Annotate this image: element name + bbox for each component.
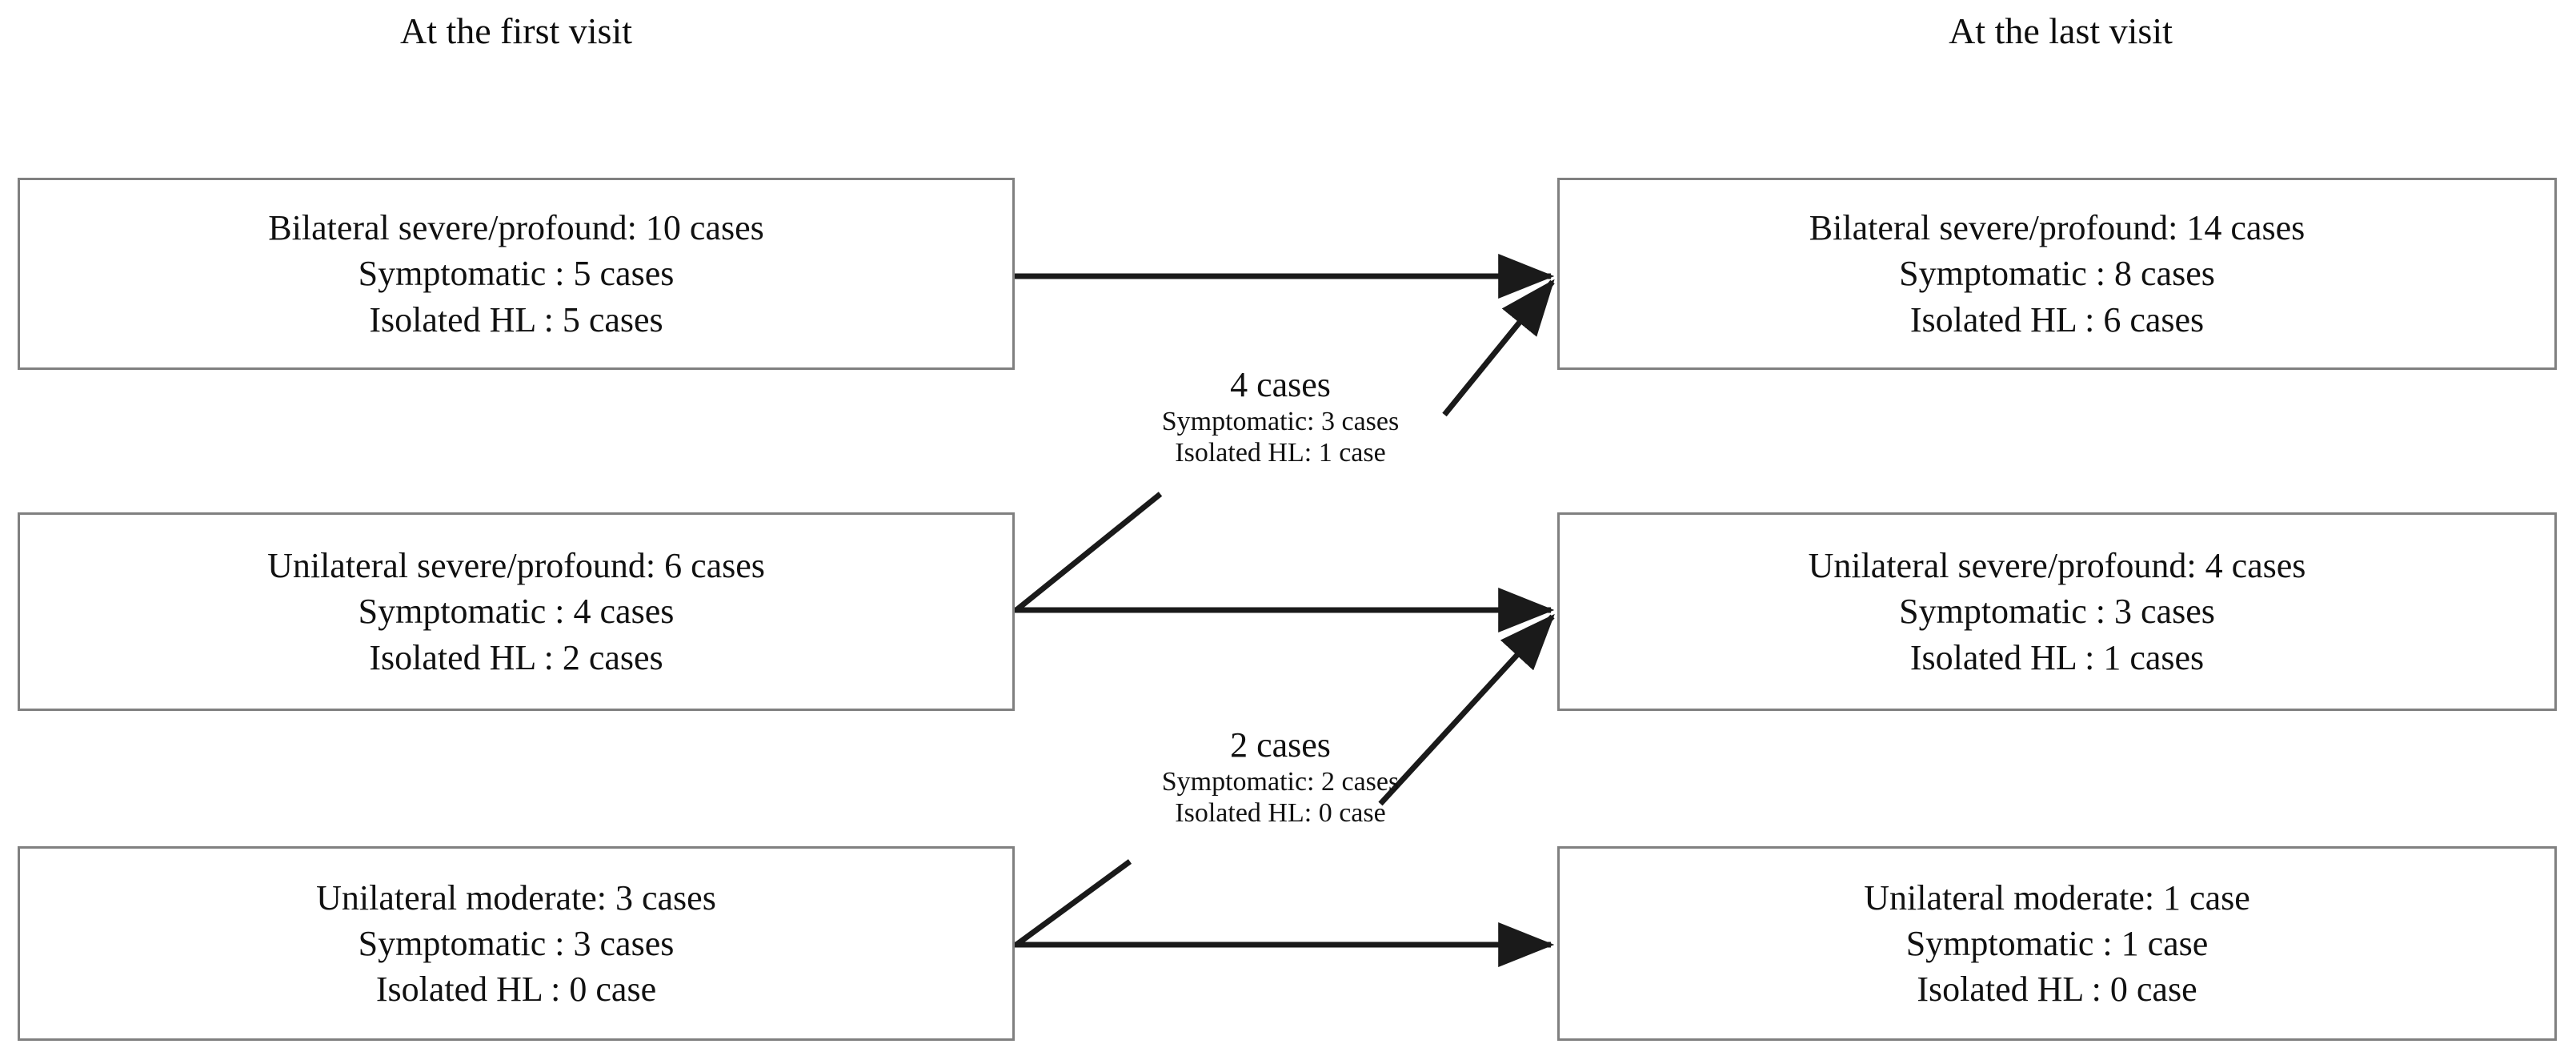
transition-total: 4 cases — [1230, 365, 1331, 404]
node-isolated-hl: Isolated HL : 1 cases — [1909, 637, 2205, 677]
node-symptomatic: Symptomatic : 3 cases — [358, 923, 675, 963]
node-title: Unilateral moderate: 3 cases — [316, 877, 716, 917]
node-isolated-hl: Isolated HL : 0 case — [1917, 970, 2197, 1010]
column-header-first-visit: At the first visit — [399, 10, 633, 51]
transition-label-unilateral-mod-to-unilateral-sp: 2 cases Symptomatic: 2 cases Isolated HL… — [1024, 725, 1536, 829]
node-symptomatic: Symptomatic : 4 cases — [358, 592, 675, 632]
node-symptomatic: Symptomatic : 3 cases — [1899, 592, 2215, 632]
transition-label-unilateral-sp-to-bilateral: 4 cases Symptomatic: 3 cases Isolated HL… — [1024, 364, 1536, 469]
node-isolated-hl: Isolated HL : 5 cases — [369, 299, 663, 339]
node-last-visit-unilateral-moderate[interactable]: Unilateral moderate: 1 case Symptomatic … — [1557, 846, 2557, 1041]
node-first-visit-unilateral-moderate[interactable]: Unilateral moderate: 3 cases Symptomatic… — [18, 846, 1015, 1041]
node-symptomatic: Symptomatic : 5 cases — [358, 254, 675, 294]
node-symptomatic: Symptomatic : 1 case — [1905, 923, 2209, 963]
node-title: Bilateral severe/profound: 14 cases — [1809, 208, 2306, 248]
column-header-last-visit: At the last visit — [1949, 10, 2173, 51]
node-isolated-hl: Isolated HL : 0 case — [375, 970, 657, 1010]
node-title: Unilateral severe/profound: 6 cases — [267, 546, 765, 586]
node-last-visit-bilateral-severe-profound[interactable]: Bilateral severe/profound: 14 cases Symp… — [1557, 178, 2557, 370]
node-first-visit-unilateral-severe-profound[interactable]: Unilateral severe/profound: 6 cases Symp… — [18, 512, 1015, 711]
transition-isolated-hl: Isolated HL: 0 case — [1175, 798, 1386, 829]
node-first-visit-bilateral-severe-profound[interactable]: Bilateral severe/profound: 10 cases Symp… — [18, 178, 1015, 370]
node-last-visit-unilateral-severe-profound[interactable]: Unilateral severe/profound: 4 cases Symp… — [1557, 512, 2557, 711]
transition-symptomatic: Symptomatic: 3 cases — [1161, 406, 1400, 436]
arrow-unilateral-sp-to-bilateral-segment-lower — [1014, 492, 1163, 612]
node-title: Unilateral severe/profound: 4 cases — [1808, 546, 2306, 586]
node-title: Unilateral moderate: 1 case — [1864, 877, 2250, 917]
node-title: Bilateral severe/profound: 10 cases — [268, 208, 764, 248]
transition-symptomatic: Symptomatic: 2 cases — [1161, 766, 1400, 797]
node-isolated-hl: Isolated HL : 2 cases — [369, 637, 663, 677]
transition-isolated-hl: Isolated HL: 1 case — [1175, 438, 1386, 468]
node-symptomatic: Symptomatic : 8 cases — [1899, 254, 2215, 294]
transition-total: 2 cases — [1230, 725, 1331, 765]
arrow-unilateral-mod-to-unilateral-sp-segment-lower — [1014, 859, 1132, 947]
node-isolated-hl: Isolated HL : 6 cases — [1909, 299, 2205, 339]
